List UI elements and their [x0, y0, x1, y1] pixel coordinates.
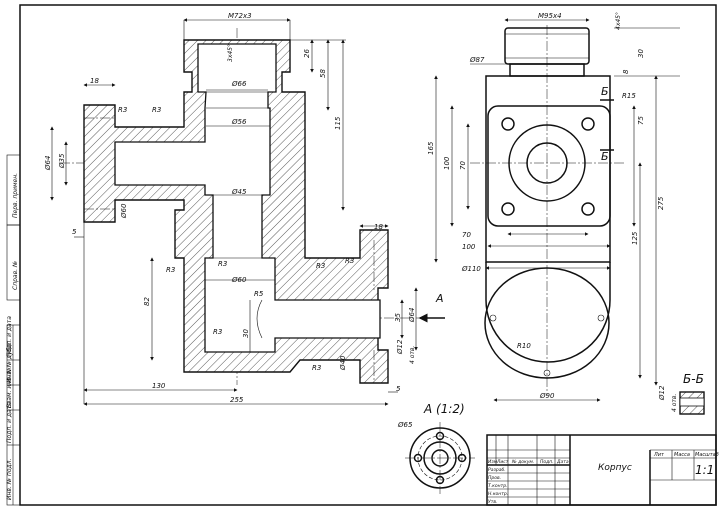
dim-18-top: 18 — [90, 77, 99, 85]
dim-130: 130 — [152, 382, 166, 390]
dim-holes-bb: 4 отв. — [671, 394, 678, 412]
dim-d110: Ø110 — [461, 265, 481, 273]
front-section-view — [60, 28, 420, 385]
margin-vzam-inv: Взам. инв. № — [6, 367, 13, 408]
tb-row-nkontr: Н.контр. — [488, 491, 508, 497]
dim-r3-c: R3 — [166, 266, 175, 274]
dim-d60-mid: Ø60 — [231, 276, 247, 284]
dim-r3-d: R3 — [218, 260, 227, 268]
dim-d90: Ø90 — [539, 392, 555, 400]
dim-26: 26 — [303, 49, 311, 58]
dim-d12: Ø12 — [396, 339, 404, 355]
dim-5-left: 5 — [72, 228, 77, 236]
margin-podp-data-2: Подп. и дата — [6, 402, 13, 443]
dim-165: 165 — [427, 141, 435, 155]
dim-r3-b: R3 — [152, 106, 161, 114]
dim-r3-e: R3 — [316, 262, 325, 270]
tb-col-list: Лист — [496, 459, 509, 465]
dim-r15: R15 — [622, 92, 636, 100]
dim-d56: Ø56 — [231, 118, 247, 126]
tb-col-doc: № докум. — [511, 459, 534, 465]
title-block: Изм Лист № докум. Подп. Дата Разраб. Про… — [486, 434, 719, 506]
section-bb: Б-Б Ø12 4 отв. — [658, 372, 705, 415]
dim-thread-m95: M95x4 — [538, 12, 562, 20]
tb-scale-value: 1:1 — [695, 463, 714, 477]
margin-perv-primen: Перв. примен. — [12, 173, 19, 218]
dim-chamfer-3x45: 3x45° — [227, 44, 234, 62]
tb-part-name: Корпус — [598, 463, 632, 473]
sec-letter-bottom: Б — [601, 150, 609, 163]
dim-r3-h: R3 — [312, 364, 321, 372]
margin-inv-podl: Инв. № подл. — [6, 459, 13, 500]
tb-col-date: Дата — [556, 459, 569, 465]
tb-row-prov: Пров. — [488, 475, 501, 481]
dim-r3-f: R3 — [345, 257, 354, 265]
side-dimensions: M95x4 4x45° Ø87 8 30 Б R15 Б 75 165 275 … — [427, 12, 680, 402]
margin-podp-data-1: Подп. и дата — [6, 316, 13, 357]
dim-d45: Ø45 — [231, 188, 247, 196]
dim-82: 82 — [143, 297, 151, 306]
dim-d12-bb: Ø12 — [658, 385, 666, 401]
dim-r10: R10 — [517, 342, 531, 350]
dim-100-v: 100 — [443, 156, 451, 170]
dim-275: 275 — [657, 196, 665, 210]
dim-d64: Ø64 — [44, 156, 52, 171]
dim-70-v: 70 — [459, 161, 467, 170]
sec-letter-top: Б — [601, 85, 609, 98]
view-a: A (1:2) Ø65 — [397, 402, 475, 494]
tb-header-scale: Масштаб — [695, 452, 719, 458]
dim-30: 30 — [242, 329, 250, 338]
dim-30-side: 30 — [637, 49, 645, 58]
margin-sprav: Справ. № — [12, 261, 19, 290]
tb-row-utv: Утв. — [488, 499, 497, 505]
dim-r3-g: R3 — [213, 328, 222, 336]
tb-header-mass: Масса — [674, 452, 690, 458]
dim-125: 125 — [631, 231, 639, 245]
dim-35: 35 — [394, 313, 402, 322]
dim-d60-left: Ø60 — [120, 203, 128, 219]
section-bb-label: Б-Б — [683, 372, 704, 386]
tb-header-lit: Лит — [653, 452, 665, 458]
dim-75: 75 — [637, 116, 645, 125]
dim-5-right: 5 — [396, 385, 401, 393]
dim-115: 115 — [334, 116, 342, 130]
view-a-label: A (1:2) — [423, 402, 465, 416]
dim-d65: Ø65 — [397, 421, 413, 429]
dim-d35: Ø35 — [58, 153, 66, 169]
dim-d40: Ø40 — [339, 355, 347, 371]
dim-70-h: 70 — [462, 231, 471, 239]
dim-d66: Ø66 — [231, 80, 247, 88]
dim-thread-m72: M72x3 — [228, 12, 252, 20]
dim-d64-right: Ø64 — [408, 308, 416, 323]
view-arrow-a-label: A — [435, 292, 444, 305]
dim-100-h: 100 — [462, 243, 476, 251]
dim-8: 8 — [622, 69, 630, 74]
side-view — [470, 25, 625, 395]
tb-col-izm: Изм — [488, 459, 498, 465]
margin-inv-dubl: Инв. № дубл. — [6, 342, 13, 383]
dim-58: 58 — [319, 69, 327, 78]
dim-r5: R5 — [254, 290, 264, 298]
tb-row-razrab: Разраб. — [488, 467, 506, 473]
dim-chamfer-4x45: 4x45° — [615, 12, 622, 30]
dim-d87: Ø87 — [469, 56, 485, 64]
tb-row-tkontr: Т.контр. — [488, 483, 508, 489]
tb-col-sign: Подп. — [540, 459, 554, 465]
margin-stamp: Перв. примен. Справ. № Подп. и дата Инв.… — [6, 154, 21, 506]
dim-r3-a: R3 — [118, 106, 127, 114]
dim-255: 255 — [230, 396, 244, 404]
dim-18-right: 18 — [374, 223, 383, 231]
dim-holes-right: 4 отв. — [409, 346, 416, 364]
front-dimensions: M72x3 3x45° Ø66 Ø56 Ø45 Ø60 26 58 115 18… — [44, 12, 445, 406]
